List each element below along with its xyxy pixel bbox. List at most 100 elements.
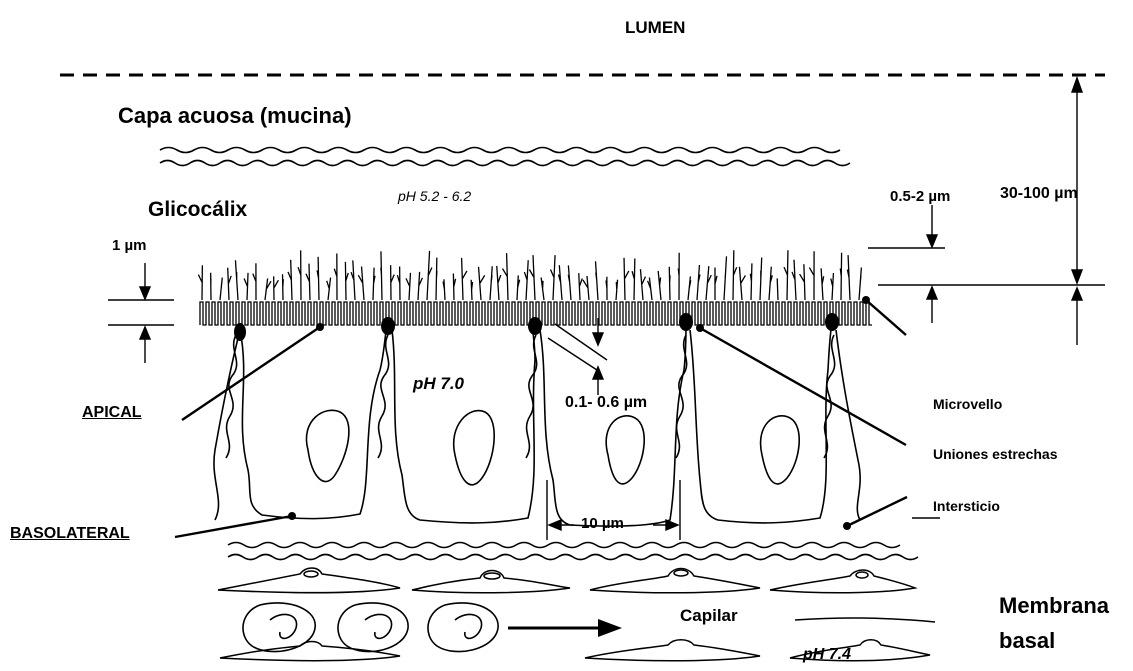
rbc-2: [338, 603, 408, 652]
leader-anchor-dots: [288, 296, 870, 530]
cell-2-outline: [392, 322, 535, 523]
ph-blood-label: pH 7.4: [803, 646, 851, 664]
glycocalyx-fiber: [821, 268, 824, 300]
interstitium-waves: [228, 543, 918, 560]
glycocalyx-fiber: [596, 261, 598, 300]
junction-width-label: 0.1- 0.6 µm: [565, 394, 647, 412]
wave-line: [228, 543, 900, 548]
glycocalyx-fiber: [497, 266, 501, 300]
dimension-microvillus: [108, 263, 174, 363]
basolateral-leader: [175, 516, 292, 537]
glycocalyx-fiber: [568, 265, 571, 300]
glycocalyx-fiber: [616, 280, 618, 300]
junction-squiggle-1: [226, 335, 237, 458]
glycocalyx-fiber: [697, 265, 700, 300]
mucus-waves: [160, 148, 850, 166]
apical-leader: [182, 327, 320, 420]
glycocalyx-fiber: [306, 264, 310, 300]
glycocalyx-fiber: [373, 268, 375, 300]
glycocalyx-fiber: [443, 279, 445, 300]
glycocalyx-fiber: [235, 260, 238, 300]
cell-4-outline: [690, 322, 832, 523]
epithelial-cells: [214, 322, 860, 526]
glycocalyx-fiber: [397, 267, 400, 301]
capillary-label: Capilar: [680, 606, 738, 626]
apical-label: APICAL: [82, 404, 142, 422]
rbc-3-inner: [455, 614, 482, 638]
basolateral-label: BASOLATERAL: [10, 525, 130, 543]
interstitium-label: Intersticio: [933, 498, 1000, 514]
glycocalyx-fiber: [406, 273, 410, 300]
tight-junctions-label: Uniones estrechas: [933, 446, 1058, 462]
rbc-1-inner: [270, 614, 297, 638]
glycocalyx-label: Glicocálix: [148, 198, 247, 222]
glycocalyx-fiber: [658, 271, 661, 300]
glycocalyx-fiber: [479, 267, 485, 300]
wave-line: [160, 161, 850, 166]
glycocalyx-fiber: [351, 260, 355, 300]
glycocalyx-fiber: [724, 256, 726, 300]
tight-junction-leader: [700, 328, 906, 445]
glycocalyx-fiber: [274, 276, 279, 300]
glycocalyx-fiber: [800, 264, 805, 300]
glycocalyx-fiber: [198, 265, 202, 300]
glycocalyx-fiber: [769, 267, 772, 300]
glycocalyx-fiber: [265, 279, 271, 301]
glycocalyx-fiber: [327, 278, 331, 300]
fibroblast-4: [770, 570, 915, 593]
glycocalyx-fiber: [688, 276, 691, 300]
glycocalyx-fiber: [847, 255, 850, 300]
interstitium-leader: [847, 497, 907, 526]
glycocalyx-fiber: [471, 280, 472, 300]
glycocalyx-fiber: [418, 272, 422, 300]
glycocalyx-fiber: [669, 267, 670, 300]
glycocalyx-fiber: [551, 255, 556, 300]
glycocalyx-fiber: [606, 277, 607, 300]
glycocalyx-fiber: [283, 274, 284, 300]
glycocalyx-fiber: [220, 278, 222, 300]
flow-arrow: [508, 619, 622, 637]
glycocalyx-fiber: [228, 268, 231, 300]
glycocalyx-fiber: [524, 260, 528, 300]
brush-border: [198, 250, 872, 325]
red-blood-cells: [243, 603, 498, 652]
glycocalyx-fiber: [706, 266, 711, 300]
ph-mucus-label: pH 5.2 - 6.2: [398, 188, 471, 204]
glycocalyx-fiber: [792, 260, 796, 300]
rbc-3: [428, 603, 498, 652]
glycocalyx-fiber: [503, 253, 509, 300]
glycocalyx-fiber: [760, 258, 762, 301]
nucleus-1: [306, 410, 348, 481]
basement-membrane-label-line2: basal: [999, 628, 1055, 654]
glycocalyx-fiber: [490, 266, 492, 300]
mucus-layer-label: Capa acuosa (mucina): [118, 103, 352, 129]
junction-squiggle-4: [676, 335, 687, 458]
glycocalyx-fiber: [678, 253, 679, 300]
glycocalyx-fiber: [317, 257, 319, 300]
glycocalyx-fiber: [733, 250, 737, 300]
glycocalyx-fiber: [750, 263, 752, 300]
glycocalyx-fiber: [253, 263, 256, 300]
cell-1-outline: [240, 322, 388, 519]
dimension-junction: [548, 318, 607, 395]
glycocalyx-fiber: [517, 275, 520, 300]
glycocalyx-fiber: [640, 269, 645, 300]
capillary-wall: [795, 618, 935, 622]
glycocalyx-fiber: [831, 273, 834, 300]
glycocalyx-fiber: [624, 258, 629, 300]
dimension-mucus-thickness: [878, 78, 1105, 345]
glycocalyx-fiber: [244, 273, 248, 300]
glycocalyx-fiber: [358, 267, 364, 301]
wave-line: [160, 148, 840, 153]
wave-line: [228, 555, 918, 560]
fibroblast-2: [412, 571, 570, 593]
microvillus-label: Microvello: [933, 396, 1002, 412]
glycocalyx-fiber: [529, 255, 535, 300]
glycocalyx-fiber: [436, 258, 437, 300]
glycocalyx-fiber: [715, 268, 717, 301]
microvillus-height-label: 1 µm: [112, 237, 147, 254]
glycocalyx-fiber: [859, 268, 861, 301]
glycocalyx-fiber: [298, 250, 301, 300]
